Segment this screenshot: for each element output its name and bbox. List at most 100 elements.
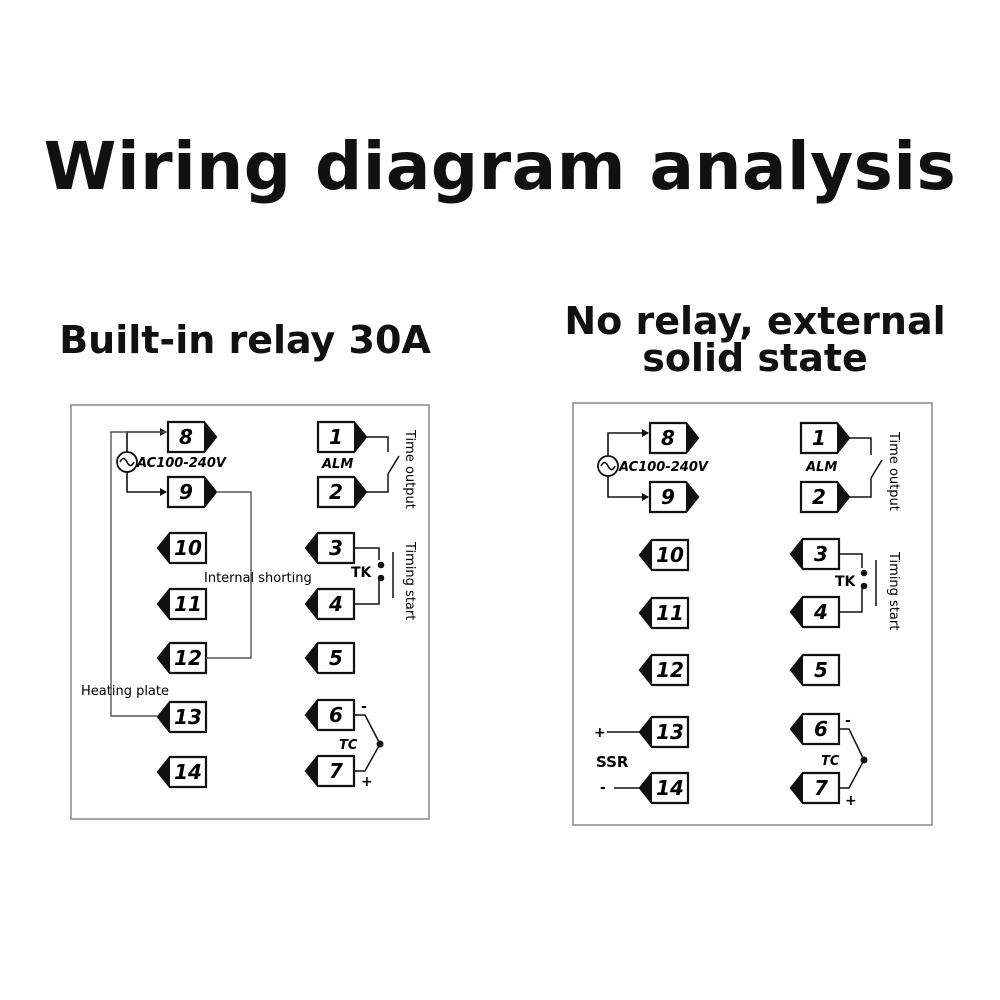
left-terminal-1-label: 1 — [329, 425, 343, 449]
left-terminal-8: 8 — [166, 420, 218, 454]
right-power-label: AC100-240V — [618, 460, 709, 475]
right-terminal-9-label: 9 — [661, 485, 675, 509]
right-ssr-label: SSR — [596, 753, 629, 771]
right-tc-junction — [860, 756, 868, 764]
right-terminal-2-label: 2 — [812, 485, 826, 509]
left-tk-dot-bottom — [377, 574, 385, 582]
right-ssr-plus: + — [594, 725, 606, 741]
right-terminal-6-label: 6 — [814, 717, 828, 741]
left-diagram-frame — [70, 404, 430, 820]
left-tk-label: TK — [351, 565, 373, 581]
right-terminal-9: 9 — [648, 480, 700, 514]
left-terminal-3-label: 3 — [329, 536, 343, 560]
right-diagram: 8 9 AC100-240V 10 11 12 13 — [572, 402, 933, 826]
left-terminal-10-label: 10 — [174, 536, 202, 560]
left-terminal-11-label: 11 — [174, 592, 202, 616]
right-terminal-8: 8 — [648, 421, 700, 455]
right-terminal-5: 5 — [789, 653, 841, 687]
left-tk-switch — [354, 547, 394, 605]
right-terminal-4: 4 — [789, 595, 841, 629]
right-terminal-11-label: 11 — [656, 601, 684, 625]
right-tk-label: TK — [835, 574, 857, 590]
left-terminal-3: 3 — [304, 531, 356, 565]
left-terminal-12-label: 12 — [174, 646, 202, 670]
right-terminal-14: 14 — [638, 771, 690, 805]
left-diagram: 8 9 AC100-240V 10 11 12 — [70, 404, 430, 820]
right-terminal-2: 2 — [799, 480, 851, 514]
right-terminal-14-label: 14 — [656, 776, 684, 800]
right-time-output-label: Time output — [886, 431, 901, 511]
right-terminal-4-label: 4 — [813, 600, 828, 624]
left-tc-label: TC — [339, 738, 358, 753]
left-terminal-8-label: 8 — [179, 425, 193, 449]
left-time-output-label: Time output — [402, 429, 417, 509]
right-terminal-1-label: 1 — [812, 426, 826, 450]
page-title: Wiring diagram analysis — [43, 128, 957, 205]
left-terminal-6-label: 6 — [329, 703, 343, 727]
left-internal-shorting-label: Internal shorting — [204, 571, 312, 586]
left-terminal-1: 1 — [316, 420, 368, 454]
right-ssr-minus: - — [600, 780, 606, 796]
left-terminal-10: 10 — [156, 531, 208, 565]
left-terminal-7: 7 — [304, 754, 356, 788]
right-alm-relay-contact — [849, 437, 883, 498]
left-terminal-4-label: 4 — [328, 592, 343, 616]
left-terminal-14-label: 14 — [174, 760, 202, 784]
right-terminal-3: 3 — [789, 537, 841, 571]
right-terminal-12: 12 — [638, 653, 690, 687]
left-power-label: AC100-240V — [136, 456, 227, 471]
left-terminal-14: 14 — [156, 755, 208, 789]
left-terminal-9: 9 — [166, 475, 218, 509]
left-alm-relay-contact — [366, 436, 400, 493]
left-timing-start-label: Timing start — [402, 541, 417, 620]
left-terminal-13-label: 13 — [174, 705, 202, 729]
right-ac-source-icon — [597, 429, 649, 501]
right-terminal-7-label: 7 — [814, 776, 828, 800]
right-terminal-5-label: 5 — [814, 658, 828, 682]
right-subtitle-line1: No relay, external — [564, 299, 946, 343]
right-terminal-10: 10 — [638, 538, 690, 572]
right-terminal-10-label: 10 — [656, 543, 684, 567]
left-terminal-13: 13 — [156, 700, 208, 734]
right-diagram-frame — [572, 402, 933, 826]
right-terminal-7: 7 — [789, 771, 841, 805]
right-tk-switch — [839, 553, 877, 613]
right-terminal-11: 11 — [638, 596, 690, 630]
left-heating-plate-label: Heating plate — [81, 684, 169, 699]
right-tk-dot-top — [860, 569, 868, 577]
right-timing-start-label: Timing start — [886, 551, 901, 630]
right-diagram-subtitle: No relay, external solid state — [560, 299, 950, 380]
right-subtitle-line2: solid state — [642, 336, 868, 380]
left-tk-dot-top — [377, 561, 385, 569]
left-terminal-11: 11 — [156, 587, 208, 621]
right-alm-label: ALM — [805, 460, 837, 475]
left-terminal-5-label: 5 — [329, 646, 343, 670]
left-terminal-6: 6 — [304, 698, 356, 732]
right-terminal-3-label: 3 — [814, 542, 828, 566]
left-terminal-2-label: 2 — [329, 480, 343, 504]
right-ssr-wires — [607, 731, 640, 789]
right-terminal-13-label: 13 — [656, 720, 684, 744]
left-terminal-9-label: 9 — [179, 480, 193, 504]
right-tc-plus: + — [845, 793, 857, 809]
left-terminal-2: 2 — [316, 475, 368, 509]
right-terminal-1: 1 — [799, 421, 851, 455]
left-terminal-7-label: 7 — [329, 759, 343, 783]
right-tc-wire — [839, 728, 865, 789]
right-terminal-6: 6 — [789, 712, 841, 746]
left-terminal-12: 12 — [156, 641, 208, 675]
left-tc-plus: + — [361, 774, 373, 790]
right-tc-label: TC — [821, 754, 840, 769]
right-terminal-12-label: 12 — [656, 658, 684, 682]
left-terminal-5: 5 — [304, 641, 356, 675]
left-tc-wire — [354, 714, 381, 772]
left-diagram-subtitle: Built-in relay 30A — [59, 318, 431, 362]
left-terminal-4: 4 — [304, 587, 356, 621]
right-terminal-13: 13 — [638, 715, 690, 749]
right-terminal-8-label: 8 — [661, 426, 675, 450]
left-heating-plate-wire — [110, 431, 166, 717]
left-tc-junction — [376, 740, 384, 748]
right-tk-dot-bottom — [860, 582, 868, 590]
left-internal-shorting-wire — [206, 491, 252, 659]
